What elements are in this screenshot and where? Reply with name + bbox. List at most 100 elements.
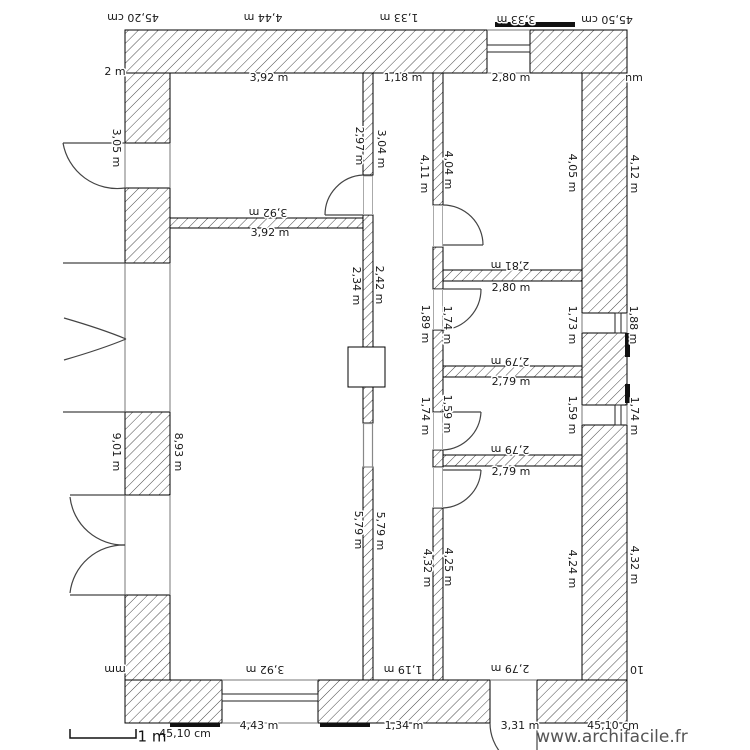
bottom-door-arc bbox=[489, 722, 500, 750]
bottom-wall-segment-3[interactable] bbox=[536, 679, 628, 724]
dimension-label: 2 m bbox=[104, 65, 125, 78]
room-c-door-arc bbox=[442, 411, 482, 451]
corridor-door-jamb-1[interactable] bbox=[433, 205, 443, 247]
dimension-label: 4,25 m bbox=[442, 548, 455, 587]
right-wall-window-1[interactable] bbox=[614, 312, 622, 334]
corridor-wall-seg-4[interactable] bbox=[432, 449, 444, 468]
dimension-label: 4,05 m bbox=[566, 154, 579, 193]
central-wall-lower[interactable] bbox=[362, 466, 374, 681]
dimension-label: 45,50 cm bbox=[581, 13, 633, 26]
central-wall-fixture-box[interactable] bbox=[347, 346, 386, 388]
right-wall-segment-2[interactable] bbox=[581, 332, 628, 406]
dimension-label: 1,73 m bbox=[566, 306, 579, 345]
left-bay-curve-bottom[interactable] bbox=[63, 338, 127, 361]
dimension-label: 3,92 m bbox=[249, 206, 288, 219]
room-b-door-arc bbox=[442, 288, 482, 331]
dimension-label: 3,92 m bbox=[251, 226, 290, 239]
dimension-label: 45,20 cm bbox=[107, 11, 159, 24]
left-wall-segment-4[interactable] bbox=[124, 594, 171, 681]
central-wall-door-jamb[interactable] bbox=[363, 175, 373, 215]
dimension-label: 3,92 m bbox=[250, 71, 289, 84]
dimension-label: 45,10 cm bbox=[159, 727, 211, 740]
dimension-label: 1,74 m bbox=[419, 397, 432, 436]
bottom-wall-segment-2[interactable] bbox=[317, 679, 491, 724]
scale-label: 1 m bbox=[138, 728, 167, 746]
dimension-label: 4,32 m bbox=[628, 546, 641, 585]
dimension-label: 2,79 m bbox=[491, 662, 530, 675]
dimension-label: 5,79 m bbox=[352, 511, 365, 550]
dimension-label: 3,92 m bbox=[246, 663, 285, 676]
right-wall-marker-2 bbox=[625, 384, 630, 403]
bottom-wall-window[interactable] bbox=[221, 693, 319, 702]
top-wall-right-segment[interactable] bbox=[529, 29, 628, 74]
dimension-label: 3,33 m bbox=[497, 13, 536, 26]
room-a-door-arc bbox=[442, 204, 484, 246]
windows bbox=[221, 44, 622, 702]
top-wall-marker bbox=[495, 22, 575, 27]
dimension-label: 45,10 cm bbox=[587, 719, 639, 732]
top-wall-left-segment[interactable] bbox=[124, 29, 488, 74]
dimension-label: 1,59 m bbox=[441, 395, 454, 434]
door-jambs bbox=[362, 175, 443, 508]
central-wall-middle[interactable] bbox=[362, 214, 374, 424]
central-wall-gray-opening[interactable] bbox=[362, 422, 374, 468]
corridor-wall-seg-1[interactable] bbox=[432, 72, 444, 206]
right-rooms-divider-wall-1[interactable] bbox=[442, 269, 583, 282]
dimension-label: 1,89 m bbox=[419, 305, 432, 344]
corridor-door-jamb-3[interactable] bbox=[433, 412, 443, 450]
dimension-label: 4,43 m bbox=[240, 719, 279, 732]
top-wall-window[interactable] bbox=[486, 44, 531, 53]
dimension-label: 2,80 m bbox=[492, 71, 531, 84]
corridor-wall-seg-5[interactable] bbox=[432, 507, 444, 681]
left-wall-segment-1[interactable] bbox=[124, 72, 171, 144]
corridor-wall-seg-2[interactable] bbox=[432, 246, 444, 290]
dimension-label: 3,05 m bbox=[110, 129, 123, 168]
left-wall-segment-2[interactable] bbox=[124, 187, 171, 264]
left-bay-curve-top[interactable] bbox=[63, 317, 127, 340]
dimension-label: 4,32 m bbox=[421, 549, 434, 588]
bottom-wall-marker-1 bbox=[170, 723, 220, 727]
right-wall-segment-1[interactable] bbox=[581, 72, 628, 314]
bottom-wall-marker-2 bbox=[320, 723, 370, 727]
dimension-label: 1,19 m bbox=[384, 663, 423, 676]
dimension-label: 2,97 m bbox=[353, 127, 366, 166]
right-rooms-divider-wall-2[interactable] bbox=[442, 365, 583, 378]
dimension-label: 4,04 m bbox=[442, 151, 455, 190]
exterior-walls bbox=[124, 29, 628, 724]
corridor-door-jamb-4[interactable] bbox=[433, 467, 443, 508]
dimension-label: 2,81 m bbox=[491, 259, 530, 272]
dimension-label: 8,93 m bbox=[172, 433, 185, 472]
dimension-label: mm bbox=[104, 663, 125, 676]
opening-reveals bbox=[124, 29, 628, 724]
room-d-door-arc bbox=[442, 469, 482, 509]
dimension-label: 4,12 m bbox=[628, 155, 641, 194]
dimension-label: 1,33 m bbox=[380, 11, 419, 24]
right-wall-segment-3[interactable] bbox=[581, 424, 628, 681]
dimension-label: 9,01 m bbox=[110, 433, 123, 472]
dimension-label: 2,80 m bbox=[492, 281, 531, 294]
central-wall-upper[interactable] bbox=[362, 72, 374, 176]
dimension-label: 2,79 m bbox=[491, 355, 530, 368]
scale-bar bbox=[69, 729, 137, 739]
watermark: www.archifacile.fr bbox=[536, 727, 687, 747]
bottom-wall-segment-1[interactable] bbox=[124, 679, 223, 724]
left-double-door-arc-top[interactable] bbox=[69, 496, 126, 546]
dimension-label: 2,79 m bbox=[492, 375, 531, 388]
corridor-door-jamb-2[interactable] bbox=[433, 289, 443, 330]
left-door1-arc bbox=[62, 142, 126, 190]
dimension-label: 10 bbox=[630, 663, 644, 676]
right-rooms-divider-wall-3[interactable] bbox=[442, 454, 583, 467]
dimension-label: 1,88 m bbox=[627, 306, 640, 345]
dimension-label: 4,11 m bbox=[418, 155, 431, 194]
dimension-label: 1,74 m bbox=[441, 306, 454, 345]
left-wall-segment-3[interactable] bbox=[124, 411, 171, 496]
dimension-label: 2,79 m bbox=[491, 443, 530, 456]
left-rooms-divider-wall[interactable] bbox=[169, 217, 364, 229]
dimension-label: 1,34 m bbox=[385, 719, 424, 732]
right-wall-marker-1 bbox=[625, 333, 630, 357]
right-wall-window-2[interactable] bbox=[614, 404, 622, 426]
left-double-door-arc-bottom[interactable] bbox=[69, 544, 126, 594]
